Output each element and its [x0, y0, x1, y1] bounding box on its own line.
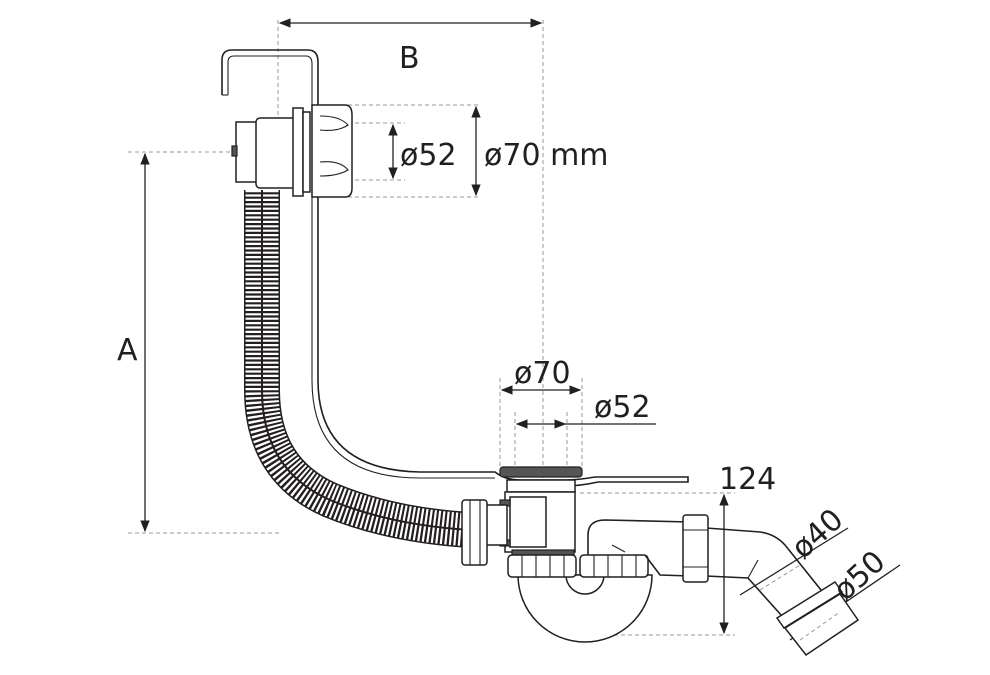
- trap-height-label: 124: [719, 462, 776, 497]
- trap: [507, 519, 691, 643]
- overflow-inner-diameter-label: ø52: [400, 138, 457, 173]
- drain-body: [461, 466, 583, 566]
- dim-a-label: A: [117, 333, 138, 368]
- overflow-outer-diameter-label: ø70 mm: [484, 138, 609, 173]
- dimension-arrows: [140, 18, 901, 641]
- dim-b-label: B: [399, 41, 420, 76]
- corrugated-hose: [244, 190, 472, 548]
- dimension-guides: [128, 20, 735, 636]
- bathtub-wall: [221, 49, 689, 487]
- overflow-head: [231, 104, 353, 198]
- drain-inner-diameter-label: ø52: [594, 390, 651, 425]
- drain-outer-diameter-label: ø70: [514, 356, 571, 391]
- outlet-pipe: [682, 514, 860, 657]
